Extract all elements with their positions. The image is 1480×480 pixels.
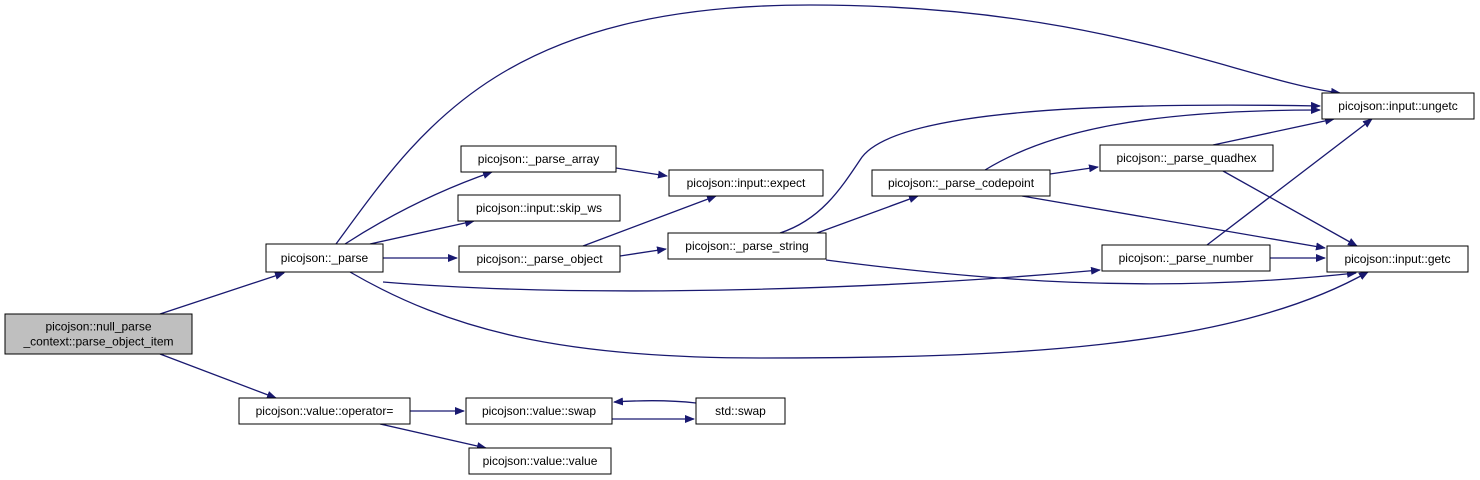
edge-layer — [159, 4, 1373, 450]
edge-parse-object-to-expect — [582, 195, 717, 247]
edge-parse-quadhex-to-ungetc — [1212, 116, 1335, 146]
edge-parse-string-to-getc — [825, 259, 1357, 285]
node-ungetc[interactable]: picojson::input::ungetc — [1321, 92, 1475, 120]
node-label: picojson::_parse_number — [1119, 251, 1254, 265]
edge-op-eq-to-vvalue — [379, 423, 487, 450]
node-label: picojson::value::operator= — [256, 404, 394, 418]
node-vvalue[interactable]: picojson::value::value — [468, 447, 612, 475]
node-box[interactable] — [460, 145, 617, 173]
edge-parse-codepoint-to-parse-quadhex — [1049, 164, 1099, 175]
node-label: picojson::_parse_string — [685, 239, 808, 253]
edge-parse-array-to-expect — [615, 167, 668, 179]
edge-parse-to-parse-number — [382, 266, 1101, 292]
node-box[interactable] — [871, 169, 1051, 197]
edge-root-to-op-eq — [159, 353, 277, 399]
node-box[interactable] — [465, 397, 613, 425]
node-vswap[interactable]: picojson::value::swap — [465, 397, 613, 425]
node-parse-quadhex[interactable]: picojson::_parse_quadhex — [1099, 144, 1274, 172]
edge-root-to-parse — [159, 272, 285, 315]
node-parse-number[interactable]: picojson::_parse_number — [1101, 244, 1271, 272]
node-label: picojson::input::getc — [1344, 252, 1450, 266]
node-box[interactable] — [457, 194, 621, 222]
node-layer: picojson::null_parse_context::parse_obje… — [4, 92, 1475, 475]
node-box[interactable] — [695, 397, 786, 425]
node-label: picojson::null_parse — [45, 320, 151, 334]
node-parse[interactable]: picojson::_parse — [265, 243, 384, 273]
node-parse-string[interactable]: picojson::_parse_string — [667, 232, 827, 260]
node-box[interactable] — [667, 232, 827, 260]
edge-parse-to-getc — [349, 271, 1369, 359]
node-label: picojson::input::expect — [687, 176, 806, 190]
node-skip-ws[interactable]: picojson::input::skip_ws — [457, 194, 621, 222]
node-parse-codepoint[interactable]: picojson::_parse_codepoint — [871, 169, 1051, 197]
node-box[interactable] — [1326, 245, 1469, 273]
node-label: picojson::value::swap — [482, 404, 596, 418]
node-label: picojson::_parse_object — [476, 252, 603, 266]
edge-parse-to-parse-array — [344, 171, 493, 245]
node-label: picojson::_parse — [281, 251, 369, 265]
edge-parse-codepoint-to-ungetc — [984, 106, 1321, 171]
node-getc[interactable]: picojson::input::getc — [1326, 245, 1469, 273]
node-root[interactable]: picojson::null_parse_context::parse_obje… — [4, 313, 193, 355]
node-box[interactable] — [1099, 144, 1274, 172]
edge-parse-codepoint-to-getc — [1021, 195, 1326, 251]
node-box[interactable] — [468, 447, 612, 475]
node-label: picojson::input::skip_ws — [476, 201, 602, 215]
node-stdswap[interactable]: std::swap — [695, 397, 786, 425]
node-box[interactable] — [458, 245, 621, 273]
node-label: picojson::_parse_array — [478, 152, 599, 166]
edge-parse-number-to-ungetc — [1206, 118, 1373, 246]
node-label: picojson::value::value — [483, 454, 598, 468]
edge-parse-string-to-ungetc — [779, 101, 1321, 234]
node-label: std::swap — [715, 404, 766, 418]
node-label: _context::parse_object_item — [22, 335, 173, 349]
node-op-eq[interactable]: picojson::value::operator= — [238, 397, 411, 425]
node-box[interactable] — [1321, 92, 1475, 120]
node-parse-array[interactable]: picojson::_parse_array — [460, 145, 617, 173]
node-parse-object[interactable]: picojson::_parse_object — [458, 245, 621, 273]
edge-parse-to-skip-ws — [369, 219, 475, 245]
node-box[interactable] — [238, 397, 411, 425]
edge-stdswap-to-vswap — [613, 397, 697, 406]
node-box[interactable] — [265, 243, 384, 273]
node-box[interactable] — [1101, 244, 1271, 272]
node-label: picojson::_parse_codepoint — [888, 176, 1035, 190]
node-box[interactable] — [4, 313, 193, 355]
node-label: picojson::_parse_quadhex — [1116, 151, 1256, 165]
edge-parse-string-to-parse-codepoint — [816, 195, 919, 234]
node-box[interactable] — [668, 169, 824, 197]
edge-parse-to-ungetc — [335, 4, 1341, 245]
node-expect[interactable]: picojson::input::expect — [668, 169, 824, 197]
node-label: picojson::input::ungetc — [1338, 99, 1457, 113]
edge-parse-object-to-parse-string — [619, 246, 667, 257]
edge-parse-quadhex-to-getc — [1222, 170, 1358, 247]
